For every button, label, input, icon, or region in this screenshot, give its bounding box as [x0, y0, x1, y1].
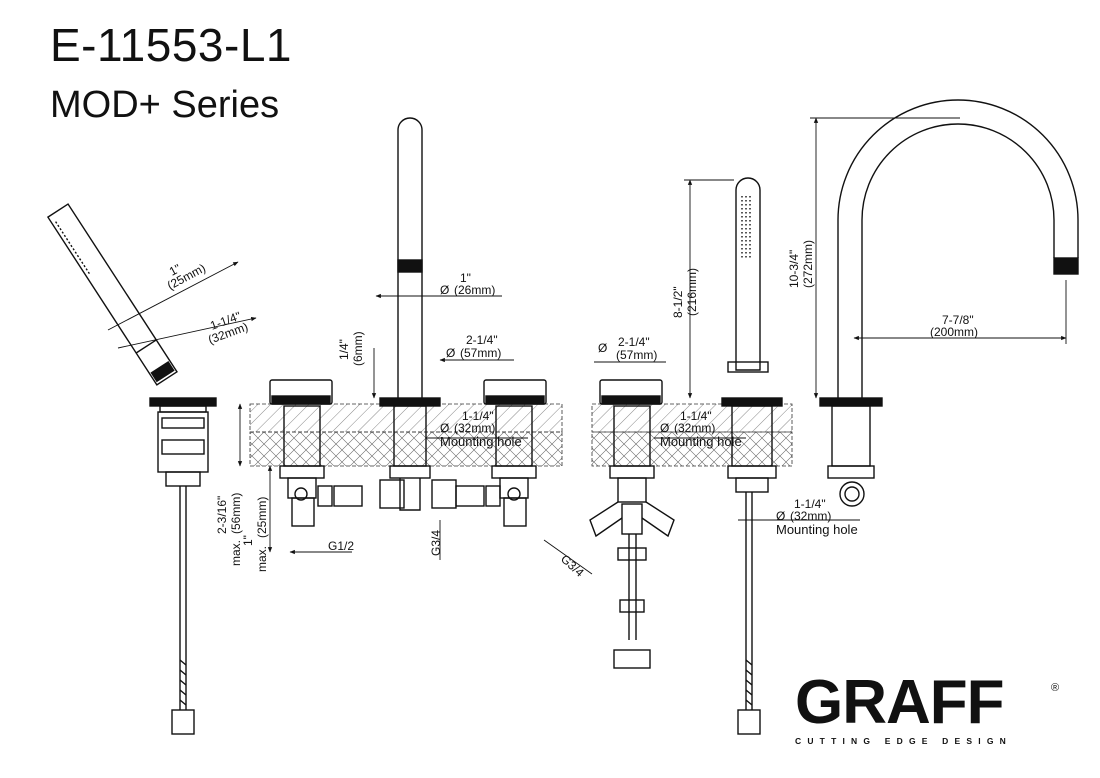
handshower-upright — [721, 177, 783, 735]
dim-deck-max-in: 2-3/16" — [215, 496, 229, 534]
gooseneck-spout — [819, 99, 1079, 507]
dim-spout-dia-mm: (26mm) — [454, 283, 495, 297]
dim-hole-bottom-mm: (32mm) — [790, 509, 831, 523]
dim-handle-left-mm: (57mm) — [460, 346, 501, 360]
diameter-symbol: Ø — [660, 421, 669, 435]
dim-gap-in: 1/4" — [337, 339, 351, 360]
dim-hole-right-mm: (32mm) — [674, 421, 715, 435]
dim-hole-right-in: 1-1/4" — [680, 409, 712, 423]
valve-handle-right — [589, 379, 675, 669]
dim-handle-right-in: 2-1/4" — [618, 335, 650, 349]
dim-hole-left-in: 1-1/4" — [462, 409, 494, 423]
mounting-hole-label: Mounting hole — [660, 434, 742, 449]
diameter-symbol: Ø — [440, 421, 449, 435]
dim-hole-bottom-in: 1-1/4" — [794, 497, 826, 511]
center-spout — [379, 117, 441, 511]
dim-deck-max-mm: (56mm) — [229, 493, 243, 534]
model-number-title: E-11553-L1 — [50, 19, 292, 71]
brand-tagline: CUTTING EDGE DESIGN — [795, 736, 1012, 746]
mounting-hole-label: Mounting hole — [776, 522, 858, 537]
diameter-symbol: Ø — [440, 283, 449, 297]
series-subtitle: MOD+ Series — [50, 84, 280, 126]
dim-spout-dia-in: 1" — [460, 271, 471, 285]
graff-logo: GRAFF CUTTING EDGE DESIGN ® — [795, 672, 1065, 752]
dim-gap-mm: (6mm) — [351, 331, 365, 366]
dim-deck-max-prefix: max. — [229, 540, 243, 566]
diameter-symbol: Ø — [776, 509, 785, 523]
thread-g34-label-a: G3/4 — [429, 530, 443, 556]
dim-handshower-height-in: 8-1/2" — [671, 286, 685, 318]
thread-g34-label-b: G3/4 — [558, 552, 587, 580]
dimension-lines — [107, 117, 1067, 575]
dim-spout-reach-in: 7-7/8" — [942, 313, 974, 327]
valve-handle-left — [269, 379, 363, 527]
dim-valve-max-in: 1" — [241, 535, 255, 546]
mounting-hole-label: Mounting hole — [440, 434, 522, 449]
dim-valve-max-prefix: max. — [255, 546, 269, 572]
dim-handle-left-in: 2-1/4" — [466, 333, 498, 347]
dim-spout-height-in: 10-3/4" — [787, 250, 801, 288]
diameter-symbol: Ø — [598, 341, 607, 355]
handshower-angled — [46, 203, 217, 735]
thread-g12-label: G1/2 — [328, 539, 354, 553]
dim-valve-max-mm: (25mm) — [255, 497, 269, 538]
dim-spout-height-mm: (272mm) — [801, 240, 815, 288]
dim-spout-reach-mm: (200mm) — [930, 325, 978, 339]
valve-handle-middle — [379, 379, 547, 527]
registered-mark: ® — [1051, 682, 1060, 694]
dim-handshower-height-mm: (216mm) — [685, 268, 699, 316]
dim-handle-right-mm: (57mm) — [616, 348, 657, 362]
brand-name: GRAFF — [795, 668, 1005, 737]
diameter-symbol: Ø — [446, 346, 455, 360]
dim-hole-left-mm: (32mm) — [454, 421, 495, 435]
